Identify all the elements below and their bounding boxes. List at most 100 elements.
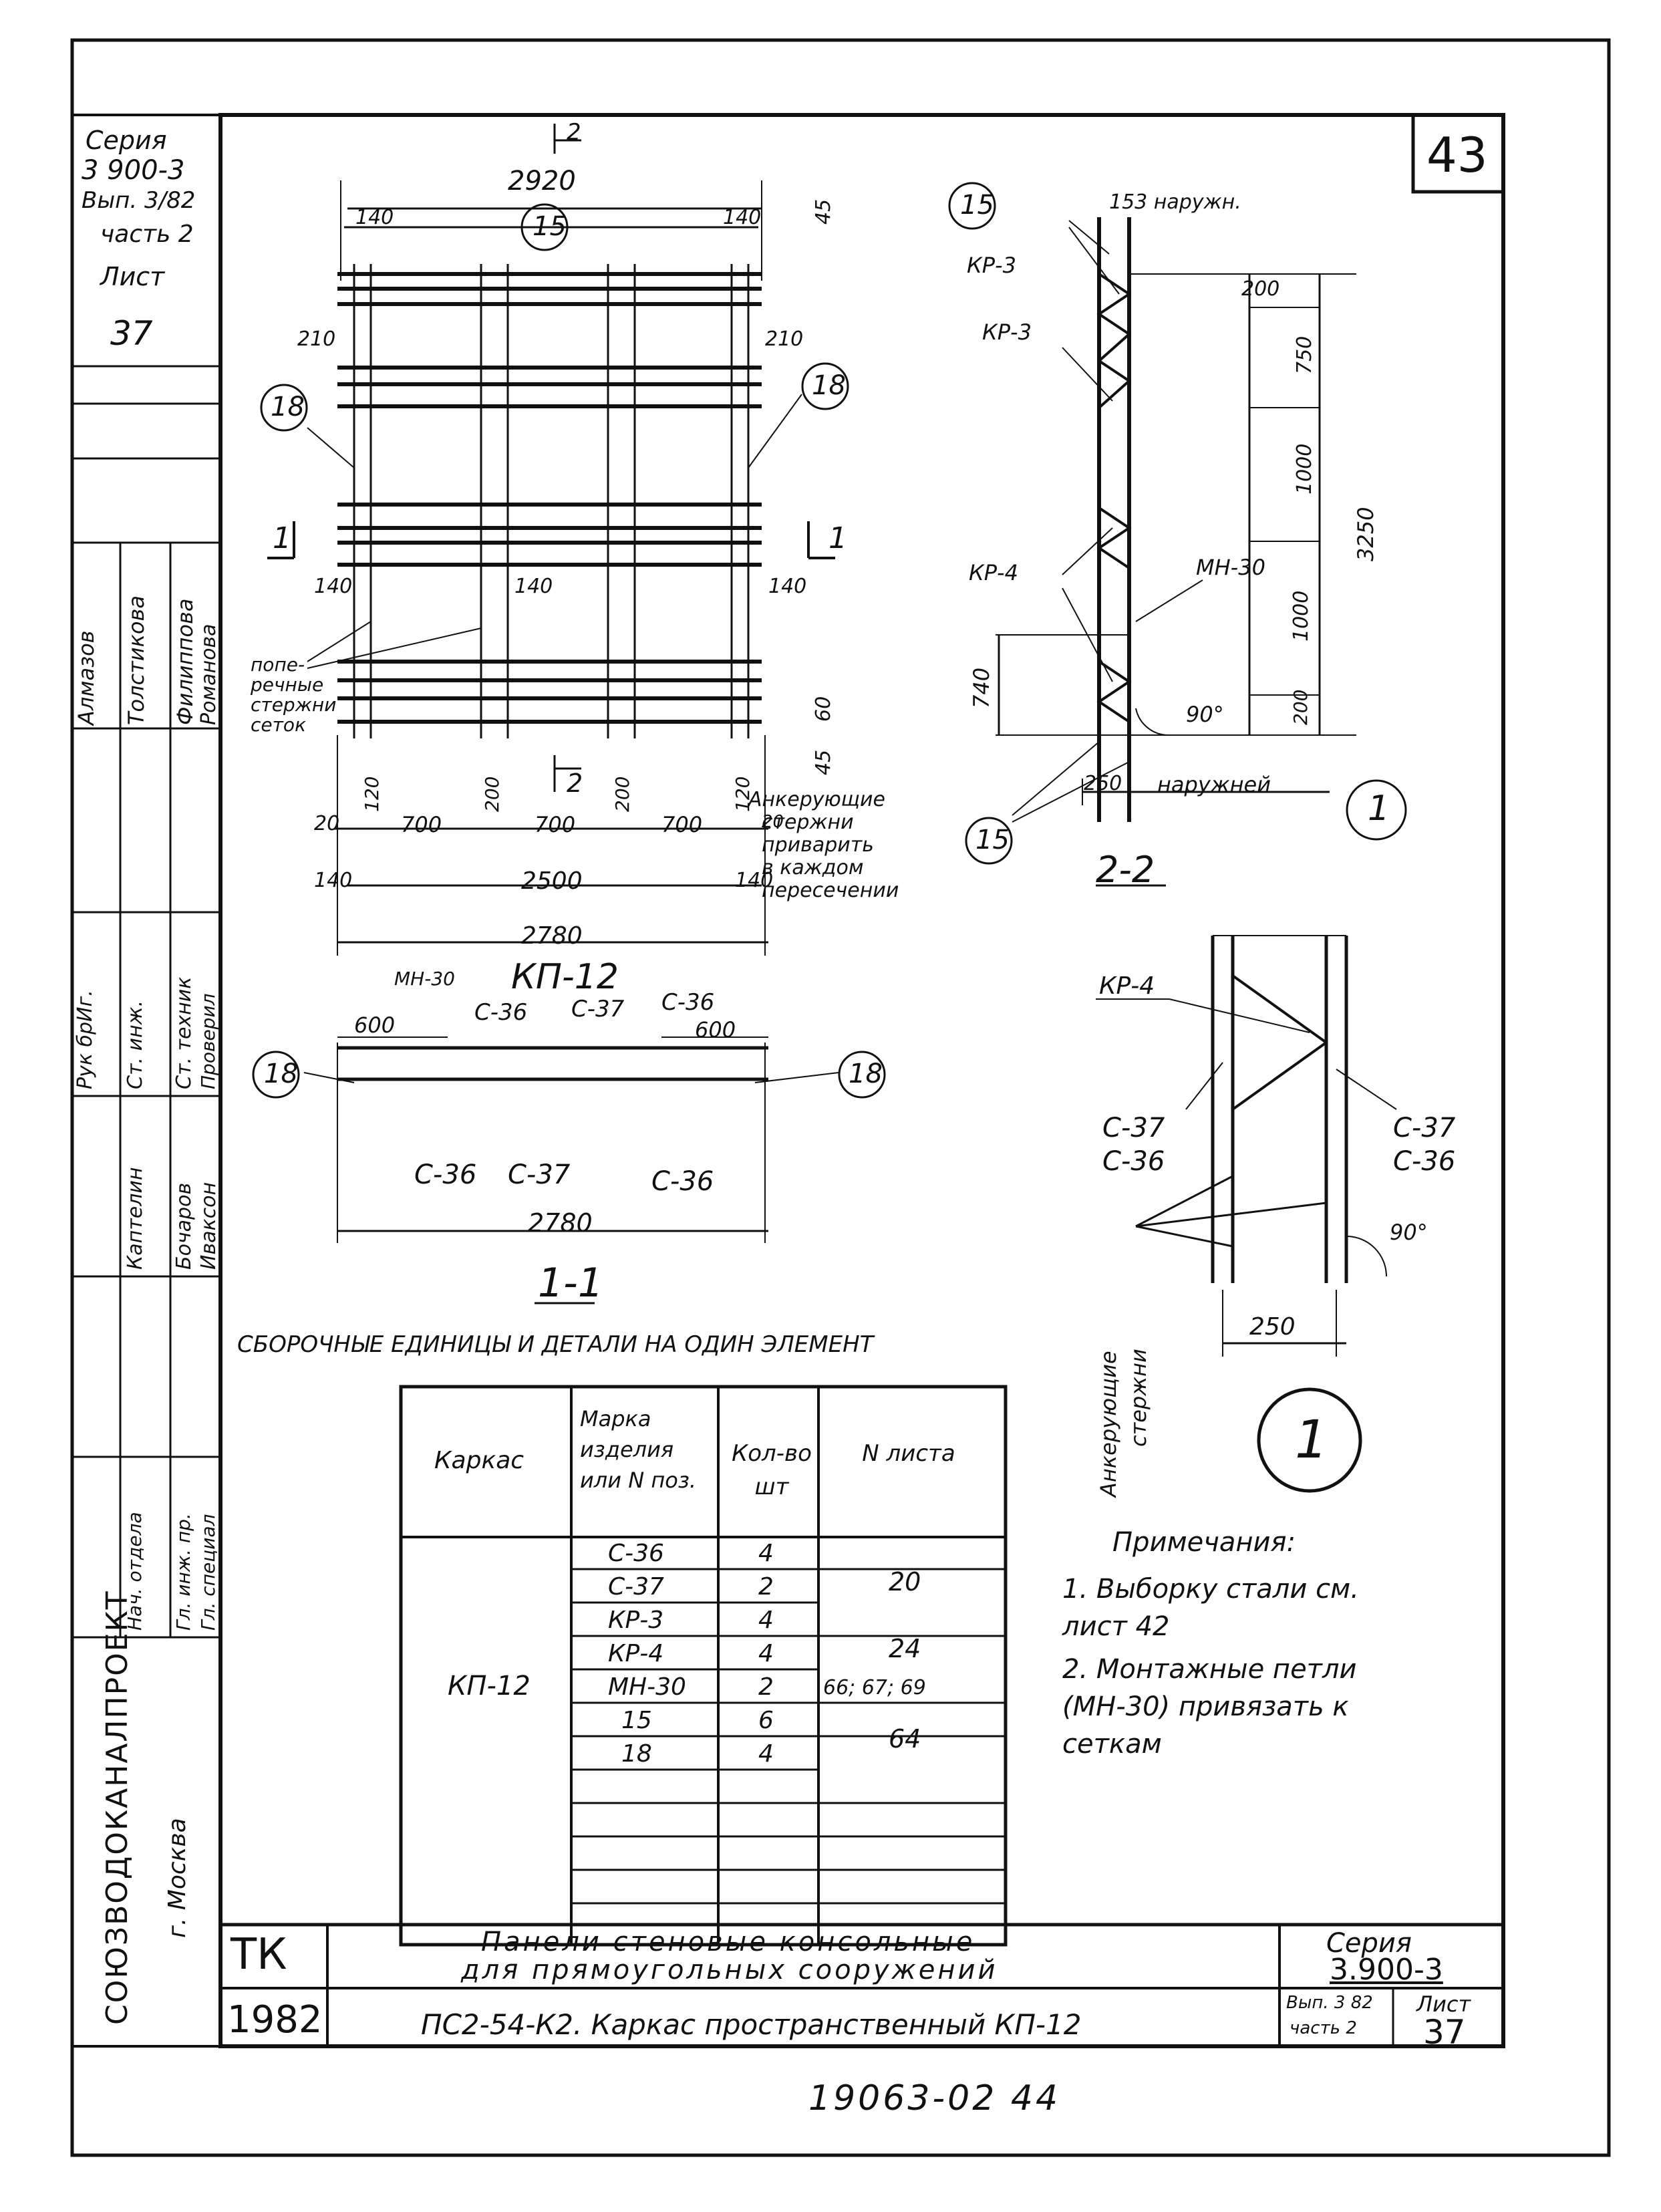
td-frame: КП-12 <box>448 1671 531 1701</box>
callout-18-right <box>801 362 849 410</box>
sec11-c36-bottom-2: С-36 <box>651 1166 714 1197</box>
callout-18-right-text: 18 <box>812 370 846 401</box>
dim-700-3: 700 <box>661 812 703 837</box>
series-label-side: Серия <box>86 126 167 155</box>
sec22-dim-3250: 3250 <box>1353 507 1378 561</box>
callout-15-top-text: 15 <box>533 211 567 242</box>
sec22-dim-740: 740 <box>969 667 994 708</box>
td-sheet-24: 24 <box>889 1634 921 1663</box>
sec22-kr3-2: КР-3 <box>982 319 1032 345</box>
sec22-angle: 90° <box>1186 702 1224 727</box>
left-stamp-column <box>71 114 222 2048</box>
callout-18-sec-left <box>252 1051 300 1099</box>
sec22-dim-200-bottom: 200 <box>1290 689 1312 725</box>
dim-20-right: 20 <box>762 812 784 832</box>
td-qty-3: 4 <box>758 1607 774 1634</box>
role2-2: Гл. инж. пр. <box>172 1513 194 1631</box>
dim-2920: 2920 <box>508 166 576 196</box>
tb-title-2: для прямоугольных сооружений <box>461 1955 998 1985</box>
dim-700-2: 700 <box>535 812 576 837</box>
dim-60: 60 <box>812 696 835 722</box>
dim-140-tr: 140 <box>723 206 762 229</box>
name2-2: Бочаров <box>172 1182 196 1270</box>
dim-700-1: 700 <box>401 812 442 837</box>
name-2: Толстикова <box>124 595 149 725</box>
sheet-label-side: Лист <box>100 262 165 291</box>
tb-title-1: Панели стеновые консольные <box>481 1927 975 1957</box>
dim-210-left: 210 <box>297 327 336 351</box>
td-mark-5: МН-30 <box>608 1673 686 1701</box>
callout-15-top <box>520 203 569 251</box>
role-1: Рук брИг. <box>73 990 97 1089</box>
sec11-callout-18-right: 18 <box>849 1059 883 1089</box>
td-mark-4: КР-4 <box>608 1640 664 1667</box>
detail-1-drawing <box>1096 935 1397 1493</box>
tb-sheet-number: 37 <box>1423 2013 1466 2052</box>
td-qty-4: 4 <box>758 1640 774 1667</box>
tb-series-number: 3.900-3 <box>1330 1953 1443 1987</box>
callout-15-bottom-text: 15 <box>975 825 1010 855</box>
part-side: часть 2 <box>100 221 194 248</box>
sec22-kr4: КР-4 <box>969 560 1018 585</box>
note-1: 1. Выборку стали см. лист 42 <box>1062 1574 1359 1642</box>
td-mark-3: КР-3 <box>608 1607 664 1634</box>
td-qty-2: 2 <box>758 1573 774 1601</box>
parts-table-grid <box>399 1385 1008 1947</box>
section-1-left: 1 <box>273 521 291 555</box>
sec22-callout-1-text: 1 <box>1368 789 1390 829</box>
sec11-c36-bottom-1: С-36 <box>414 1159 477 1190</box>
sec11-600-left: 600 <box>354 1012 396 1038</box>
sec22-dim-250: 250 <box>1084 772 1122 795</box>
name2-3: Иваксон <box>197 1182 220 1270</box>
tb-subtitle: ПС2-54-К2. Каркас пространственный КП-12 <box>421 2008 1082 2041</box>
name-4: Романова <box>197 624 220 726</box>
sec22-callout-15-text: 15 <box>960 190 994 221</box>
th-sheet: N листа <box>862 1440 955 1467</box>
footer-number: 19063-02 44 <box>808 2078 1061 2118</box>
sheet-number-side: 37 <box>110 314 153 353</box>
tb-issue: Вып. 3 82 <box>1286 1993 1373 2013</box>
tb-series-label: Серия <box>1326 1928 1412 1959</box>
callout-18-left-text: 18 <box>271 392 305 422</box>
td-qty-1: 4 <box>758 1540 774 1567</box>
role-4: Проверил <box>197 993 219 1089</box>
name-1: Алмазов <box>73 630 99 725</box>
callout-18-left <box>260 384 308 432</box>
th-mark: Марка изделия или N поз. <box>580 1406 697 1493</box>
sec22-outer-note: 153 наружн. <box>1109 190 1241 214</box>
dim-200-2: 200 <box>611 776 633 812</box>
sec11-c36-top-2: С-36 <box>661 989 715 1016</box>
note-2: 2. Монтажные петли (МН-30) привязать к с… <box>1062 1654 1357 1760</box>
tb-sheet-label: Лист <box>1416 1991 1471 2017</box>
sec22-kr3-1: КР-3 <box>967 253 1016 278</box>
sec22-title: 2-2 <box>1096 849 1155 891</box>
td-qty-6: 6 <box>758 1707 774 1734</box>
callout-15-section22 <box>948 182 996 230</box>
sec22-dim-1000-1: 1000 <box>1293 443 1316 495</box>
td-mark-1: С-36 <box>608 1540 664 1567</box>
callout-18-sec-right <box>838 1051 886 1099</box>
dim-45-bottom: 45 <box>812 749 835 775</box>
dim-140-ml: 140 <box>314 575 353 598</box>
det1-c36-left: С-36 <box>1102 1146 1165 1177</box>
institute-name: СОЮЗВОДОКАНАЛПРОЕКТ <box>100 1590 134 2025</box>
table-title: СБОРОЧНЫЕ ЕДИНИЦЫ И ДЕТАЛИ НА ОДИН ЭЛЕМЕ… <box>237 1331 874 1358</box>
section-mark-2-top: 2 <box>567 119 581 146</box>
dim-140-mr: 140 <box>768 575 807 598</box>
section-1-1-drawing <box>303 1036 839 1304</box>
top-view <box>267 124 835 956</box>
td-sheet-66: 66; 67; 69 <box>823 1676 926 1699</box>
sec22-dim-1000-2: 1000 <box>1290 590 1313 642</box>
td-qty-7: 4 <box>758 1740 774 1768</box>
sheet-corner-box <box>1411 113 1505 194</box>
sec11-mn30: МН-30 <box>394 968 455 990</box>
sec22-dim-200-top: 200 <box>1241 277 1280 301</box>
cross-bars-note: попе- речные стержни сеток <box>251 654 337 736</box>
det1-anchor-1: Анкерующие <box>1096 1351 1121 1497</box>
institute-city: г. Москва <box>164 1818 191 1938</box>
th-qty: Кол-во шт <box>732 1440 812 1500</box>
td-mark-2: С-37 <box>608 1573 664 1601</box>
dim-140-br: 140 <box>735 869 774 892</box>
td-mark-6: 15 <box>621 1707 652 1734</box>
